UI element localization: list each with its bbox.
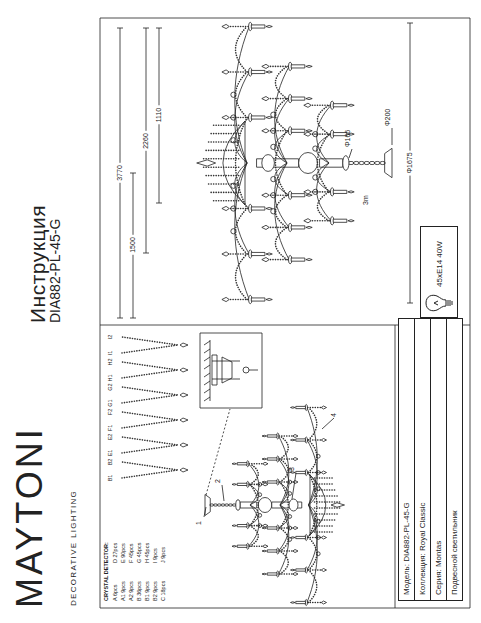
table-row: Коллекция: Royal Classic	[414, 319, 430, 600]
lamp-spec: 45xE14 40W	[435, 241, 444, 287]
canopy-detail	[200, 333, 262, 495]
divider	[395, 325, 396, 608]
info-table: Модель: DIA882-PL-45-GКоллекция: Royal C…	[398, 318, 463, 601]
dimension: 2260	[142, 131, 150, 151]
chandelier-side-view	[197, 22, 392, 303]
dimension: 3770	[116, 163, 124, 183]
crystal-strand-details	[122, 337, 188, 478]
dimension: 1110	[155, 106, 163, 125]
part-label: B2	[107, 459, 113, 466]
callout-number: 2	[214, 479, 222, 483]
crystal-list-item: C 18pcs	[160, 581, 166, 601]
brand-logo: MAYTONI	[10, 426, 50, 608]
crystal-list-item: A 6pcs	[112, 584, 118, 601]
lamp-spec-box: 45xE14 40W	[420, 226, 458, 318]
callout-number: 4	[330, 413, 338, 417]
dimension: 3m	[362, 195, 370, 205]
part-label: B1	[107, 475, 113, 482]
callout-number: 3	[288, 467, 296, 471]
title: Инструкция	[26, 205, 49, 323]
part-label: F2	[107, 409, 113, 415]
part-label: I1	[107, 351, 113, 356]
part-label: G1	[107, 399, 113, 406]
crystal-list-item: F 45pcs	[128, 543, 134, 563]
part-label: I2	[107, 335, 113, 340]
table-row: Серия: Montas	[430, 319, 446, 600]
part-label: E2	[107, 434, 113, 441]
dimension-lines	[117, 23, 413, 318]
table-row: Модель: DIA882-PL-45-G	[399, 319, 414, 600]
brand-tagline: DECORATIVE LIGHTING	[70, 490, 79, 606]
callout-number: 1	[195, 521, 203, 525]
crystal-list-item: I 9pcs	[152, 548, 158, 563]
part-label: G2	[107, 383, 113, 390]
part-label: H2	[107, 358, 113, 365]
crystal-list-item: A2 9pcs	[128, 581, 134, 601]
part-label: E1	[107, 450, 113, 457]
part-label: H1	[107, 374, 113, 381]
part-label: F1	[107, 425, 113, 431]
crystal-list-item: A1 9pcs	[120, 581, 126, 601]
crystal-list-item: B2 9pcs	[152, 581, 158, 601]
crystal-list-item: E 90pcs	[120, 543, 126, 563]
crystal-list-item: H 45pcs	[144, 543, 150, 563]
dimension: Φ200	[384, 109, 392, 126]
callout-leaders	[204, 418, 334, 517]
dimension: Φ1675	[406, 150, 414, 175]
sheet-frame	[100, 18, 470, 608]
chandelier-assembly-view	[205, 405, 345, 606]
bulb-icon	[424, 293, 454, 313]
dimension: Φ166	[344, 130, 352, 147]
list-heading: CRYSTAL DETECTOR:	[103, 542, 109, 601]
crystal-list-item: B 36pcs	[136, 581, 142, 601]
model-code: DIA882-PL-45-G	[48, 219, 63, 323]
crystal-list-item: G 45pcs	[136, 543, 142, 563]
crystal-list-item: J 9pcs	[160, 547, 166, 563]
dimension: 1500	[129, 235, 137, 255]
table-row: Подвесной светильник	[446, 319, 462, 600]
crystal-list-item: B1 9pcs	[144, 581, 150, 601]
crystal-list-item: D 27pcs	[112, 543, 118, 563]
